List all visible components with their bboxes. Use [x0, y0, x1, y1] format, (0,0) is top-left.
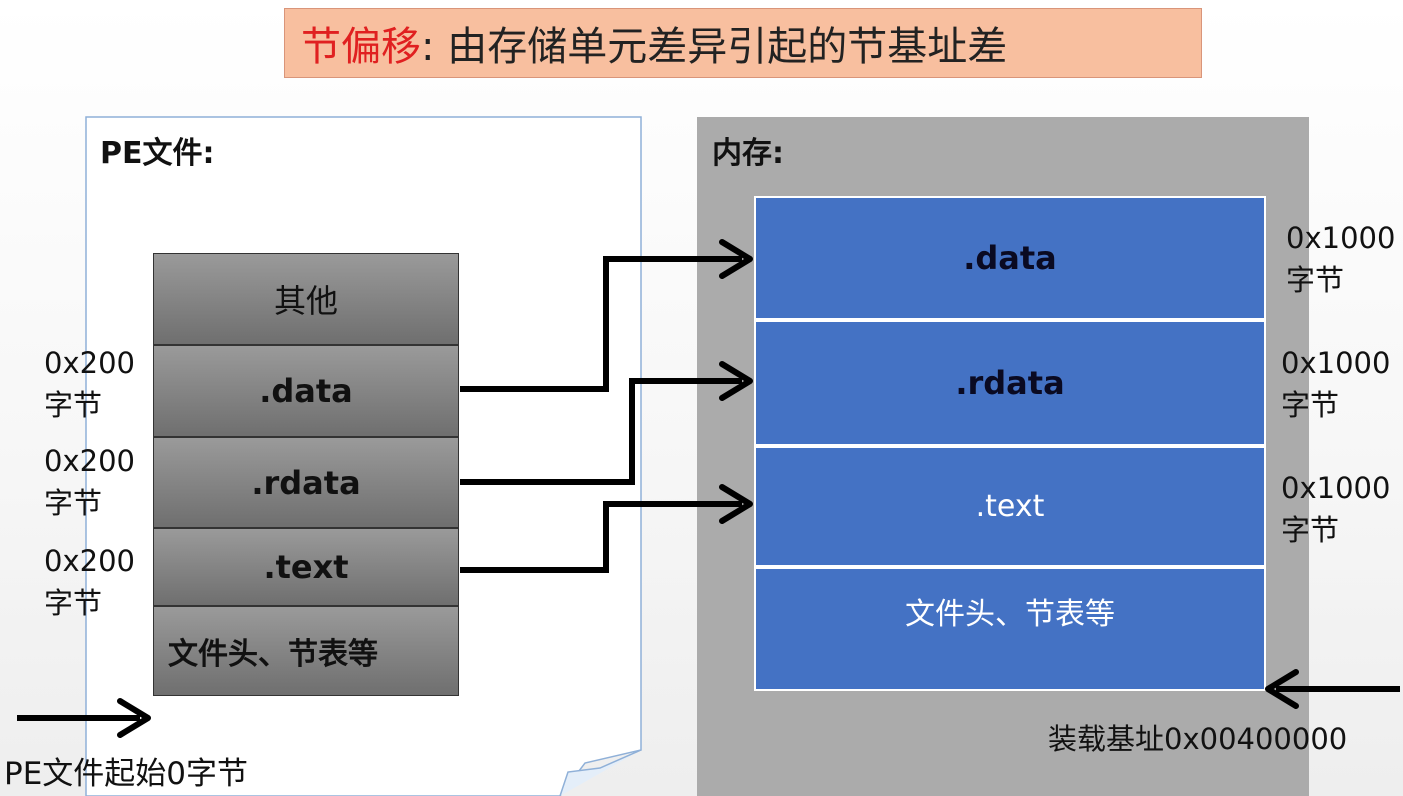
memory-text-size-unit: 字节 [1281, 513, 1340, 547]
file-section-header: 文件头、节表等 [153, 606, 459, 696]
file-section-other: 其他 [153, 253, 459, 345]
load-base-label: 装载基址0x00400000 [1048, 722, 1348, 756]
arrow-rdata [460, 378, 742, 485]
arrowhead-file-start [117, 698, 151, 738]
file-rdata-size-unit: 字节 [44, 486, 103, 520]
title-highlight: 节偏移 [301, 24, 421, 70]
file-data-size-unit: 字节 [44, 388, 103, 422]
memory-text-size: 0x1000 字节 [1281, 467, 1390, 551]
file-rdata-size-value: 0x200 [44, 444, 135, 478]
memory-section-rdata: .rdata [754, 320, 1266, 446]
arrowhead-load-base [1265, 669, 1299, 709]
arrowhead-data [719, 239, 753, 279]
memory-label: 内存: [712, 136, 784, 171]
pe-file-label: PE文件: [100, 136, 215, 171]
file-section-text: .text [153, 528, 459, 606]
title-text: : 由存储单元差异引起的节基址差 [421, 24, 1008, 70]
memory-data-size-unit: 字节 [1286, 263, 1345, 297]
file-section-rdata: .rdata [153, 437, 459, 528]
memory-section-header: 文件头、节表等 [754, 567, 1266, 691]
memory-rdata-size-value: 0x1000 [1281, 346, 1391, 380]
file-data-size-value: 0x200 [44, 346, 135, 380]
file-data-size: 0x200 字节 [44, 342, 135, 426]
memory-rdata-size-unit: 字节 [1281, 388, 1340, 422]
arrowhead-rdata [719, 361, 753, 401]
arrow-text [460, 501, 742, 573]
pe-file-start-label: PE文件起始0字节 [4, 756, 249, 792]
memory-data-size: 0x1000 字节 [1286, 217, 1395, 301]
memory-section-text: .text [754, 446, 1266, 567]
file-text-size: 0x200 字节 [44, 540, 135, 624]
file-rdata-size: 0x200 字节 [44, 440, 135, 524]
arrowhead-text [719, 484, 753, 524]
page-title: 节偏移: 由存储单元差异引起的节基址差 [284, 8, 1202, 78]
memory-data-size-value: 0x1000 [1286, 221, 1396, 255]
memory-text-size-value: 0x1000 [1281, 471, 1391, 505]
memory-rdata-size: 0x1000 字节 [1281, 342, 1390, 426]
file-section-data: .data [153, 345, 459, 437]
file-text-size-value: 0x200 [44, 544, 135, 578]
arrow-data [460, 256, 742, 392]
file-text-size-unit: 字节 [44, 586, 103, 620]
memory-section-data: .data [754, 196, 1266, 320]
